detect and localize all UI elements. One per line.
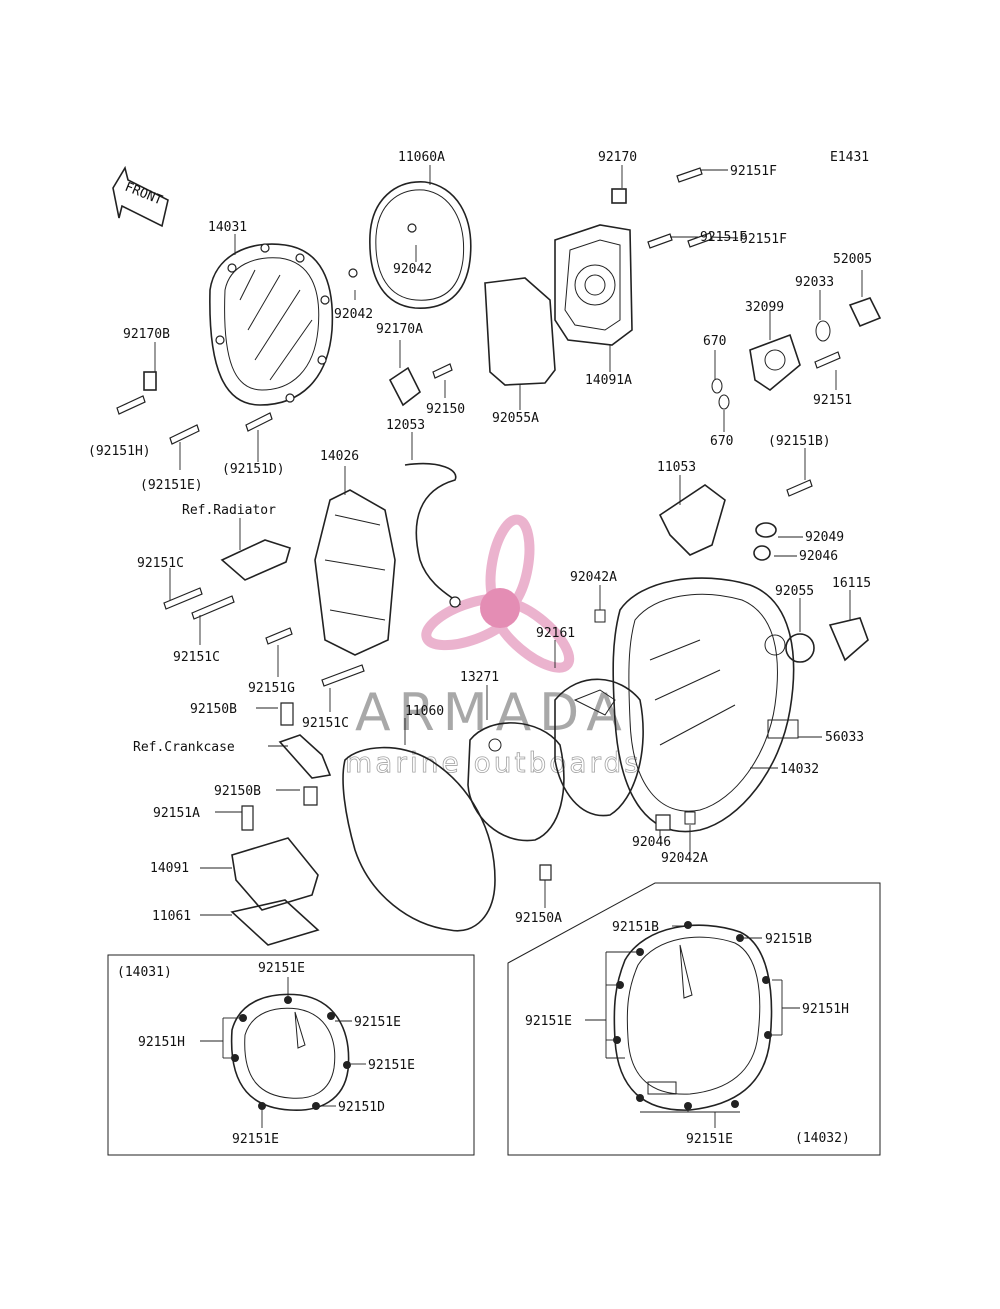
label-92151E-paren: (92151E) xyxy=(140,478,203,493)
pump-32099-drawing xyxy=(711,297,882,410)
label-92046-1: 92046 xyxy=(799,549,838,564)
label-14026: 14026 xyxy=(320,449,359,464)
label-92055A: 92055A xyxy=(492,411,539,426)
inset-14031-label-top: 92151E xyxy=(258,961,305,976)
label-ref-radiator: Ref.Radiator xyxy=(182,503,276,518)
label-92150B-2: 92150B xyxy=(214,784,261,799)
label-14032: 14032 xyxy=(780,762,819,777)
inset-14032-label-e: 92151E xyxy=(525,1014,572,1029)
inset-14031-label-e1: 92151E xyxy=(354,1015,401,1030)
label-ref-crankcase: Ref.Crankcase xyxy=(133,740,235,755)
plate-13271-drawing xyxy=(467,722,565,842)
clip-92170-drawing xyxy=(611,188,627,204)
label-92170: 92170 xyxy=(598,150,637,165)
label-92042A-2: 92042A xyxy=(661,851,708,866)
label-92049: 92049 xyxy=(805,530,844,545)
label-92151F-2: 92151F xyxy=(700,230,747,245)
inset-14032: (14032) 92151B 92151B 92151E 92151H xyxy=(507,882,881,1156)
label-92170A: 92170A xyxy=(376,322,423,337)
label-92150B-1: 92150B xyxy=(190,702,237,717)
crankcase-parts-drawing xyxy=(230,702,696,946)
label-11053: 11053 xyxy=(657,460,696,475)
left-bolts-2-drawing xyxy=(163,587,365,687)
label-92151B-paren: (92151B) xyxy=(768,434,831,449)
label-11060: 11060 xyxy=(405,704,444,719)
label-14031: 14031 xyxy=(208,220,247,235)
inset-14032-label-bottom: 92151E xyxy=(686,1132,733,1147)
inset-14031-label-bottom: 92151E xyxy=(232,1132,279,1147)
diagram-code: E1431 xyxy=(830,150,869,165)
label-92151H-paren: (92151H) xyxy=(88,444,151,459)
inset-14031-label-e2: 92151E xyxy=(368,1058,415,1073)
inset-14031-label-h: 92151H xyxy=(138,1035,185,1050)
cover-14026-drawing xyxy=(314,462,461,656)
cover-14032-drawing xyxy=(612,577,795,833)
label-12053: 12053 xyxy=(386,418,425,433)
watermark-tagline: marine outboards xyxy=(345,746,642,779)
label-92170B: 92170B xyxy=(123,327,170,342)
front-arrow-icon: FRONT xyxy=(112,165,169,228)
label-670-2: 670 xyxy=(710,434,733,449)
radiator-bracket-drawing xyxy=(220,539,291,581)
front-label: FRONT xyxy=(123,180,165,209)
inset-14032-label-b2: 92151B xyxy=(765,932,812,947)
label-92151A: 92151A xyxy=(153,806,200,821)
inset-14032-title: (14032) xyxy=(795,1131,850,1146)
label-16115: 16115 xyxy=(832,576,871,591)
label-52005: 52005 xyxy=(833,252,872,267)
label-92151C-2: 92151C xyxy=(173,650,220,665)
label-92033: 92033 xyxy=(795,275,834,290)
inset-14032-label-h: 92151H xyxy=(802,1002,849,1017)
label-92151F-3: 92151F xyxy=(740,232,787,247)
cover-14091A-drawing xyxy=(554,224,633,346)
label-92150: 92150 xyxy=(426,402,465,417)
label-11060A: 11060A xyxy=(398,150,445,165)
label-13271: 13271 xyxy=(460,670,499,685)
bolts-top-drawing xyxy=(647,167,841,497)
left-bolts-drawing xyxy=(116,363,453,445)
label-92151C-1: 92151C xyxy=(137,556,184,571)
label-92042-1: 92042 xyxy=(393,262,432,277)
inset-14031: (14031) 92151E 92151E 92151E 92151H 9215… xyxy=(107,954,475,1156)
watermark-brand: ARMADA xyxy=(355,683,630,743)
inset-14032-label-b1: 92151B xyxy=(612,920,659,935)
plate-92161-drawing xyxy=(554,678,644,817)
label-14091A: 14091A xyxy=(585,373,632,388)
inset-14031-title: (14031) xyxy=(117,965,172,980)
label-14091: 14091 xyxy=(150,861,189,876)
label-92046-2: 92046 xyxy=(632,835,671,850)
label-92151: 92151 xyxy=(813,393,852,408)
label-670-1: 670 xyxy=(703,334,726,349)
gasket-92055A-drawing xyxy=(484,277,556,386)
label-56033: 56033 xyxy=(825,730,864,745)
gasket-11060-drawing xyxy=(342,746,496,932)
label-92151C-3: 92151C xyxy=(302,716,349,731)
label-92151G: 92151G xyxy=(248,681,295,696)
bracket-11053-drawing xyxy=(658,484,726,556)
label-92042-2: 92042 xyxy=(334,307,373,322)
cover-14031-drawing xyxy=(209,243,334,406)
label-11061: 11061 xyxy=(152,909,191,924)
label-92055: 92055 xyxy=(775,584,814,599)
watermark-logo xyxy=(421,514,575,673)
label-92151D-paren: (92151D) xyxy=(222,462,285,477)
label-32099: 32099 xyxy=(745,300,784,315)
inset-14031-label-d: 92151D xyxy=(338,1100,385,1115)
label-92161: 92161 xyxy=(536,626,575,641)
label-92042A-1: 92042A xyxy=(570,570,617,585)
label-92150A: 92150A xyxy=(515,911,562,926)
gasket-11060A-drawing xyxy=(348,181,472,309)
label-92151F-1: 92151F xyxy=(730,164,777,179)
leader-lines xyxy=(154,165,863,916)
